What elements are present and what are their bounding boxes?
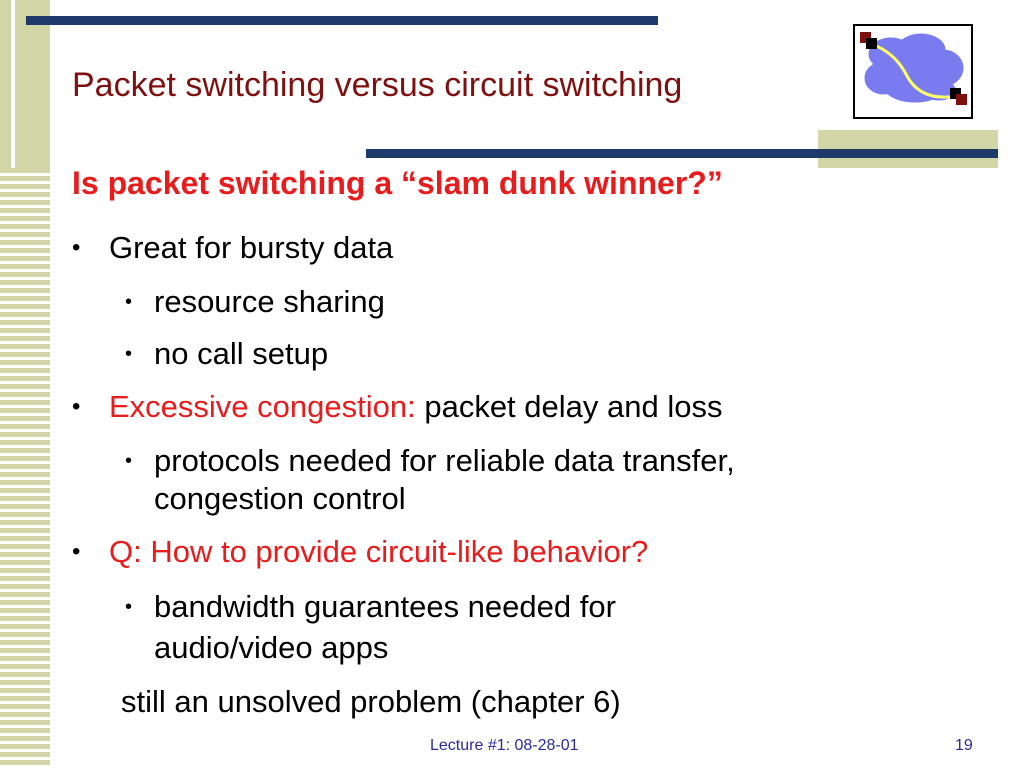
bullet-text: Q: How to provide circuit-like behavior?	[109, 534, 649, 569]
bullet-highlight: Excessive congestion:	[109, 389, 416, 424]
decorative-side-stripe-top	[0, 0, 50, 168]
bullet-dot: •	[72, 538, 81, 565]
network-cloud-icon	[853, 24, 973, 119]
bullet-text: Great for bursty data	[109, 230, 394, 265]
bullet-text: resource sharing	[154, 284, 385, 319]
network-cloud-graphic	[860, 32, 967, 105]
bullet-text: bandwidth guarantees needed for	[154, 589, 616, 624]
bullet-dot: •	[72, 234, 81, 261]
slide-title: Packet switching versus circuit switchin…	[72, 66, 683, 104]
footer-lecture: Lecture #1: 08-28-01	[430, 737, 579, 754]
bullet-text: no call setup	[154, 336, 329, 371]
closing-note: still an unsolved problem (chapter 6)	[121, 684, 621, 719]
bullet-dot: •	[125, 291, 133, 313]
bullet-rest: packet delay and loss	[415, 389, 723, 424]
header-rule-bottom	[366, 149, 998, 158]
bullet-dot: •	[125, 450, 133, 472]
bullet-dot: •	[125, 343, 133, 365]
bullet-text: protocols needed for reliable data trans…	[154, 443, 735, 478]
bullet-dot: •	[72, 393, 81, 420]
slide-subtitle: Is packet switching a “slam dunk winner?…	[72, 165, 723, 201]
bullet-dot: •	[125, 596, 133, 618]
footer-page-number: 19	[955, 737, 973, 754]
bullet-text: Excessive congestion: packet delay and l…	[109, 389, 722, 425]
header-rule-top	[26, 16, 658, 25]
bullet-text-continuation: congestion control	[154, 481, 406, 516]
bullet-text-continuation: audio/video apps	[154, 630, 389, 665]
